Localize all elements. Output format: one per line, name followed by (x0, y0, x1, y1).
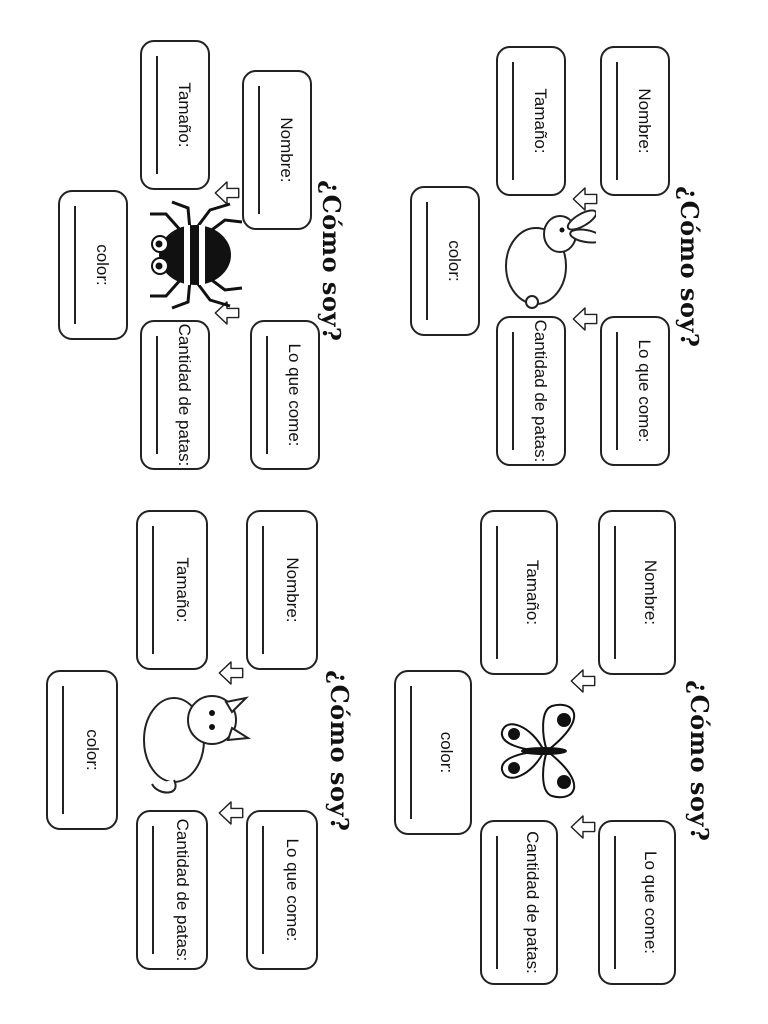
answer-line (152, 526, 154, 654)
answer-line (496, 526, 498, 659)
worksheet-cat: ¿Cómo soy? Nombre: Lo que come: Tamaño: … (38, 500, 368, 980)
tamano-box[interactable]: Tamaño: (136, 510, 208, 670)
nombre-box[interactable]: Nombre: (598, 510, 676, 675)
answer-line (512, 332, 514, 450)
color-label: color: (445, 240, 464, 282)
lo-que-come-box[interactable]: Lo que come: (246, 810, 318, 970)
worksheet-title: ¿Cómo soy? (685, 680, 714, 842)
arrow-icon (570, 814, 596, 840)
lo-que-come-box[interactable]: Lo que come: (250, 320, 320, 470)
arrow-icon (570, 668, 596, 694)
cantidad-patas-label: Cantidad de patas: (523, 831, 542, 974)
cat-illustration (143, 695, 252, 794)
answer-line (616, 62, 618, 180)
answer-line (262, 826, 264, 954)
cantidad-patas-label: Cantidad de patas: (531, 319, 550, 463)
answer-line (614, 526, 616, 659)
worksheet-title: ¿Cómo soy? (317, 180, 346, 342)
nombre-label: Nombre: (641, 559, 660, 626)
butterfly-illustration (500, 703, 576, 799)
cantidad-patas-box[interactable]: Cantidad de patas: (480, 820, 558, 985)
nombre-label: Nombre: (283, 557, 302, 623)
lo-que-come-box[interactable]: Lo que come: (600, 316, 670, 466)
nombre-box[interactable]: Nombre: (242, 70, 312, 230)
nombre-label: Nombre: (635, 88, 654, 154)
tamano-label: Tamaño: (523, 559, 542, 626)
tamano-label: Tamaño: (531, 88, 550, 154)
cantidad-patas-label: Cantidad de patas: (175, 323, 194, 467)
color-box[interactable]: color: (46, 670, 118, 830)
answer-line (426, 202, 428, 320)
cantidad-patas-label: Cantidad de patas: (173, 818, 192, 962)
answer-line (152, 826, 154, 954)
nombre-label: Nombre: (277, 117, 296, 183)
lo-que-come-label: Lo que come: (635, 339, 654, 443)
cantidad-patas-box[interactable]: Cantidad de patas: (140, 320, 210, 470)
answer-line (512, 62, 514, 180)
worksheet-spider: ¿Cómo soy? Nombre: Lo que come: Tamaño: … (38, 30, 360, 478)
lo-que-come-label: Lo que come: (283, 838, 302, 942)
rabbit-illustration (505, 209, 596, 309)
answer-line (262, 526, 264, 654)
color-label: color: (83, 729, 102, 771)
answer-line (614, 836, 616, 969)
cantidad-patas-box[interactable]: Cantidad de patas: (136, 810, 208, 970)
color-box[interactable]: color: (394, 670, 472, 835)
arrow-icon (218, 800, 244, 826)
nombre-box[interactable]: Nombre: (246, 510, 318, 670)
worksheet-title: ¿Cómo soy? (675, 186, 704, 348)
lo-que-come-label: Lo que come: (285, 343, 304, 447)
answer-line (266, 336, 268, 454)
worksheet-title: ¿Cómo soy? (325, 670, 354, 832)
color-label: color: (437, 731, 456, 774)
color-label: color: (93, 244, 112, 286)
worksheet-butterfly: ¿Cómo soy? Nombre: Lo que come: Tamaño: … (384, 500, 728, 994)
answer-line (258, 86, 260, 214)
answer-line (74, 206, 76, 324)
tamano-box[interactable]: Tamaño: (496, 46, 566, 196)
tamano-box[interactable]: Tamaño: (140, 40, 210, 190)
tamano-box[interactable]: Tamaño: (480, 510, 558, 675)
cantidad-patas-box[interactable]: Cantidad de patas: (496, 316, 566, 466)
answer-line (616, 332, 618, 450)
color-box[interactable]: color: (410, 186, 480, 336)
answer-line (410, 686, 412, 819)
answer-line (62, 686, 64, 814)
answer-line (156, 56, 158, 174)
lo-que-come-label: Lo que come: (641, 850, 660, 954)
color-box[interactable]: color: (58, 190, 128, 340)
nombre-box[interactable]: Nombre: (600, 46, 670, 196)
spider-illustration (150, 200, 243, 310)
worksheet-rabbit: ¿Cómo soy? Nombre: Lo que come: Tamaño: … (396, 36, 716, 476)
answer-line (496, 836, 498, 969)
tamano-label: Tamaño: (173, 557, 192, 623)
lo-que-come-box[interactable]: Lo que come: (598, 820, 676, 985)
tamano-label: Tamaño: (175, 82, 194, 148)
answer-line (156, 336, 158, 454)
